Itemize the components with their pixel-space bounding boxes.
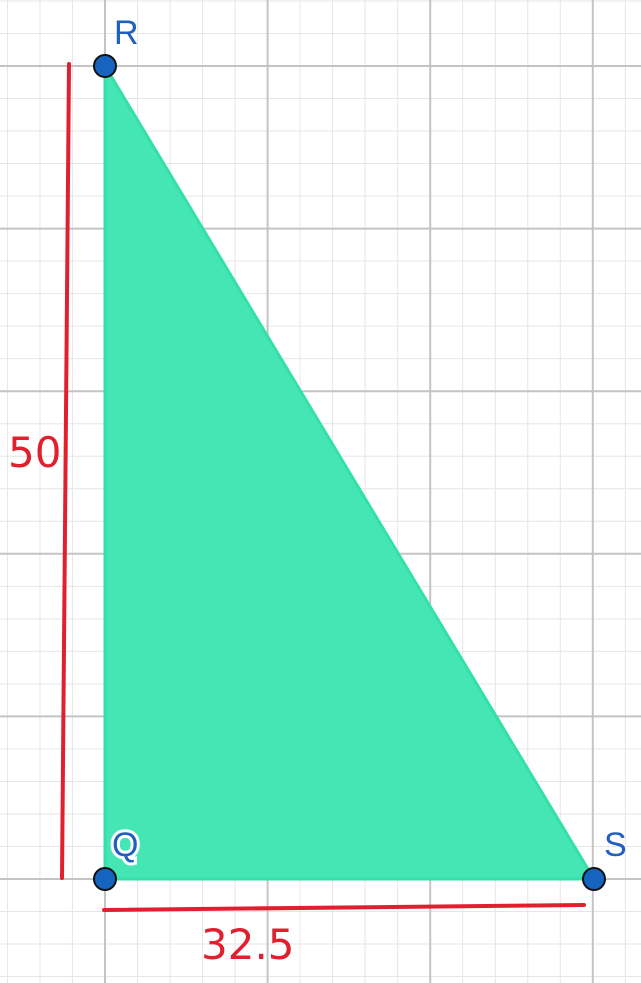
measure-line-vertical bbox=[60, 62, 71, 880]
point-label-q: Q bbox=[112, 826, 138, 864]
point-q[interactable] bbox=[93, 867, 117, 891]
triangle-qrs[interactable] bbox=[103, 64, 596, 881]
measure-label-horizontal: 32.5 bbox=[201, 920, 295, 969]
point-r[interactable] bbox=[93, 54, 117, 78]
point-label-s: S bbox=[604, 826, 627, 864]
measure-line-horizontal bbox=[102, 903, 586, 912]
measure-label-vertical: 50 bbox=[8, 428, 61, 477]
point-label-r: R bbox=[114, 14, 139, 52]
point-s[interactable] bbox=[582, 867, 606, 891]
